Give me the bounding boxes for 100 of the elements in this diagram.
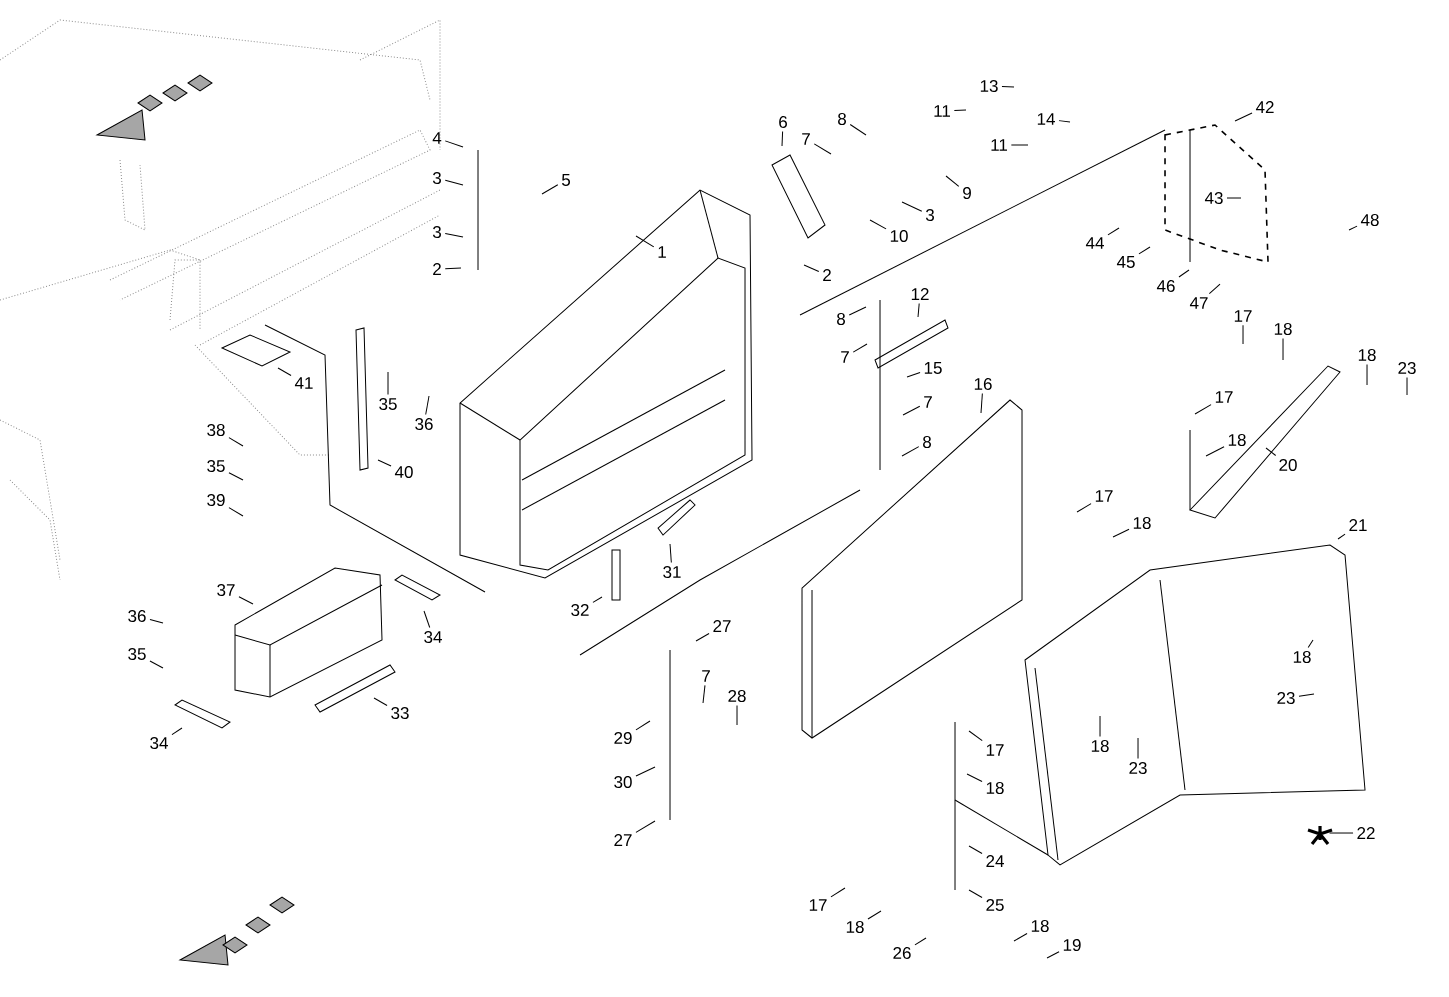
leader-line (901, 446, 920, 457)
leader-line (423, 610, 431, 628)
leader-line (228, 472, 244, 481)
leader-line (228, 507, 244, 517)
leader-line (901, 201, 923, 212)
leader-line (1242, 324, 1244, 345)
leader-line (695, 633, 710, 642)
callout-number: 22 (1357, 827, 1375, 839)
callout-number: 18 (986, 782, 1004, 794)
callout-number: 3 (432, 226, 441, 238)
leader-line (541, 184, 559, 195)
leader-line (1265, 447, 1277, 456)
callout-number: 17 (1215, 391, 1233, 403)
callout-number: 7 (702, 670, 710, 682)
callout-number: 36 (128, 610, 146, 622)
leader-line (377, 459, 392, 467)
leader-line (1282, 338, 1284, 361)
leader-line (1099, 715, 1101, 737)
leader-line (968, 730, 983, 742)
callout-number: 11 (934, 105, 950, 117)
callout-number: 23 (1129, 762, 1147, 774)
leader-line (635, 235, 655, 248)
leader-line (902, 405, 921, 416)
callout-number: 28 (728, 690, 746, 702)
leader-line (1307, 639, 1314, 648)
callout-number: 21 (1349, 519, 1367, 531)
callout-number: 7 (924, 396, 932, 408)
leader-line (736, 705, 738, 726)
callout-number: 17 (809, 899, 827, 911)
callout-number: 18 (1358, 349, 1376, 361)
leader-line (830, 887, 846, 898)
leader-line (980, 393, 983, 414)
leader-line (848, 306, 867, 316)
callout-number: 14 (1037, 113, 1055, 125)
leader-line (1234, 112, 1253, 122)
leader-line (1013, 933, 1028, 942)
leader-line (968, 889, 983, 899)
leader-line (852, 343, 868, 353)
leader-line (1046, 951, 1060, 959)
leader-line (171, 727, 183, 736)
callout-number: 41 (294, 377, 313, 389)
callout-number: 17 (1095, 490, 1113, 502)
leader-line (669, 543, 672, 563)
callout-number: 8 (838, 113, 846, 125)
callout-number: 9 (963, 187, 971, 199)
leader-line (1194, 404, 1212, 415)
callout-number: 16 (974, 378, 992, 390)
leader-line (635, 820, 656, 833)
leader-line (1329, 832, 1354, 834)
leader-line (592, 596, 603, 603)
leader-line (781, 131, 784, 147)
leader-line (1112, 528, 1130, 538)
callout-number: 5 (561, 174, 571, 186)
leader-line (149, 660, 164, 669)
leader-line (635, 766, 656, 777)
leader-line (945, 175, 960, 187)
leader-line (444, 233, 464, 238)
leader-line (953, 109, 967, 111)
leader-line (1366, 364, 1368, 386)
callout-number: 48 (1360, 214, 1379, 226)
callout-number: 25 (986, 899, 1004, 911)
leader-line (1406, 377, 1408, 396)
callout-number: 18 (1293, 651, 1311, 663)
leader-line (966, 773, 983, 783)
leader-line (635, 720, 651, 731)
leader-line (803, 264, 820, 272)
leader-line (1205, 446, 1225, 457)
callout-number: 17 (986, 744, 1004, 756)
callout-number: 44 (1085, 237, 1104, 249)
leader-line (425, 395, 430, 415)
leader-line (914, 937, 927, 946)
callout-number: 3 (432, 172, 441, 184)
callout-number: 27 (614, 834, 632, 846)
leader-line (1226, 197, 1242, 199)
leader-line (906, 372, 921, 378)
leader-line (373, 697, 388, 707)
callout-number: 7 (841, 351, 849, 363)
leader-line (702, 684, 706, 704)
leader-line (387, 371, 389, 395)
callout-number: 18 (1228, 434, 1246, 446)
leader-line (867, 910, 882, 920)
callout-number: 23 (1277, 692, 1295, 704)
leader-line (917, 302, 920, 318)
callout-number: 26 (893, 947, 911, 959)
callout-number: 8 (923, 436, 931, 448)
leader-line (1107, 227, 1120, 236)
callout-number: 29 (614, 732, 632, 744)
leader-line (1348, 225, 1358, 231)
callout-number: 40 (394, 466, 413, 478)
leader-line (1058, 120, 1071, 123)
callout-number: 42 (1255, 101, 1274, 113)
leader-line (1076, 503, 1092, 513)
callout-number: 36 (415, 418, 433, 430)
callout-number: 33 (391, 707, 409, 719)
leader-line (1208, 283, 1221, 295)
leader-line (968, 845, 983, 855)
callout-number: 17 (1234, 310, 1252, 322)
callout-number: 18 (1133, 517, 1151, 529)
callout-number: 35 (379, 398, 397, 410)
callout-number: 18 (1091, 740, 1109, 752)
